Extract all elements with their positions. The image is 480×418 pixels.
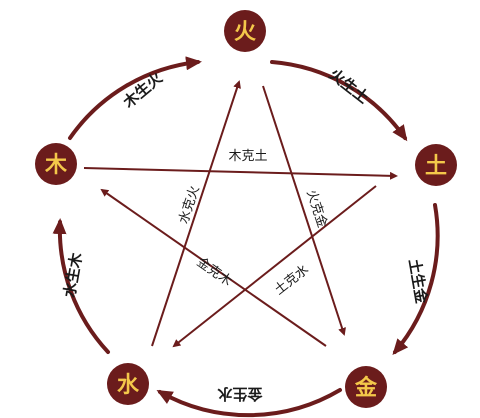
arrow-metal-to-wood: [100, 188, 327, 347]
arc-earth-to-metal: [392, 203, 440, 356]
node-fire: 火: [224, 10, 266, 52]
node-water: 水: [107, 363, 149, 405]
label-metal-overcomes-wood: 金克木: [194, 254, 235, 289]
label-water-generates-wood: 水生木: [60, 250, 86, 298]
label-earth-overcomes-water: 土克水: [272, 262, 312, 298]
node-fire-label: 火: [234, 20, 256, 45]
arc-metal-to-water: [156, 388, 342, 418]
node-earth-circle: [415, 144, 457, 186]
label-fire-generates-earth: 火生土: [326, 65, 373, 107]
label-wood-generates-fire: 木生火: [119, 68, 167, 112]
node-wood: 木: [35, 143, 77, 185]
node-wood-label: 木: [44, 153, 68, 178]
node-earth-label: 土: [425, 154, 447, 179]
label-earth-generates-metal: 土生金: [405, 257, 431, 305]
node-wood-circle: [35, 143, 77, 185]
arrow-water-to-fire: [151, 80, 241, 347]
label-metal-generates-water: 金生水: [217, 385, 264, 403]
arrow-earth-to-water: [172, 185, 377, 348]
node-water-circle: [107, 363, 149, 405]
arc-fire-to-earth: [270, 60, 408, 142]
node-metal-circle: [345, 366, 387, 408]
arc-water-to-wood: [52, 218, 110, 354]
node-metal: 金: [345, 366, 387, 408]
arrow-wood-to-earth: [83, 167, 398, 180]
node-earth: 土: [415, 144, 457, 186]
node-water-label: 水: [117, 373, 140, 398]
node-fire-circle: [224, 10, 266, 52]
overcoming-star: [83, 80, 398, 348]
label-wood-overcomes-earth: 木克土: [228, 149, 267, 164]
arc-wood-to-fire: [68, 56, 202, 140]
generating-cycle: [52, 56, 440, 418]
node-metal-label: 金: [354, 375, 378, 401]
arrow-fire-to-metal: [262, 85, 346, 336]
